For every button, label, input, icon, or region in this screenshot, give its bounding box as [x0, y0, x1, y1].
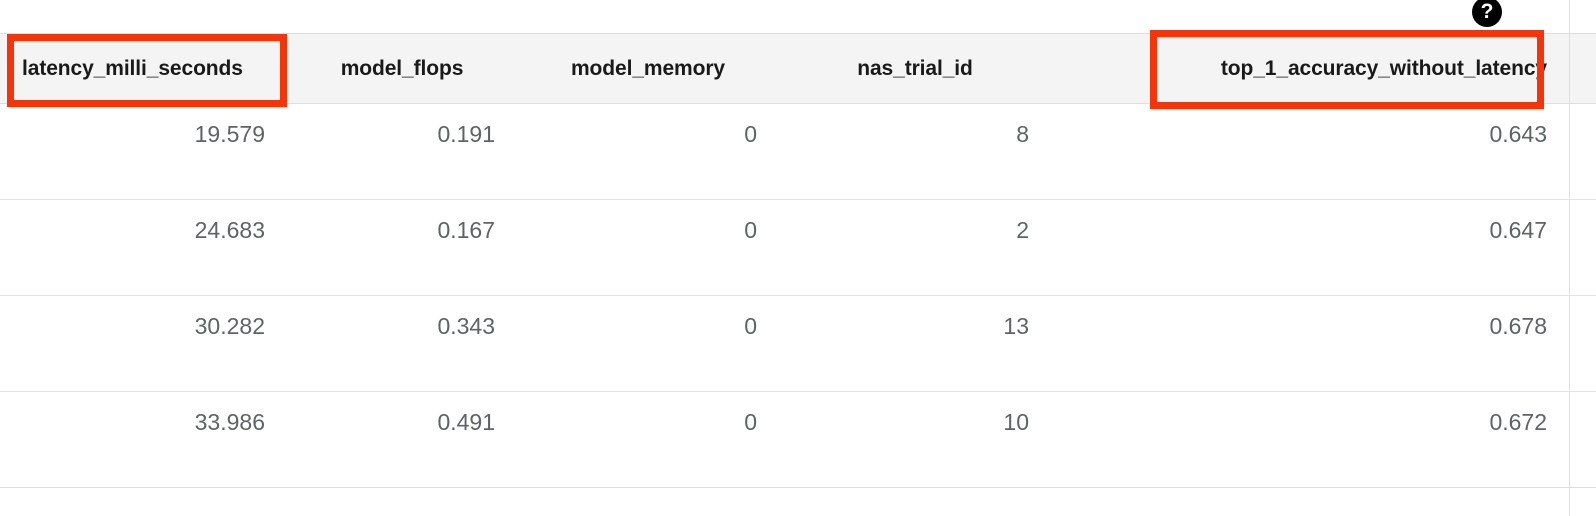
cell-model-flops[interactable]: 0.191 — [437, 121, 495, 147]
column-divider-right — [1569, 0, 1570, 516]
table-row[interactable]: 24.683 0.167 0 2 0.647 — [0, 200, 1596, 296]
cell-model-memory[interactable]: 0 — [744, 313, 757, 339]
cell-model-flops[interactable]: 0.343 — [437, 313, 495, 339]
cell-overflow[interactable] — [1569, 200, 1596, 295]
table-row[interactable]: 33.986 0.491 0 10 0.672 — [0, 392, 1596, 488]
cell-latency-milli-seconds[interactable]: 19.579 — [194, 121, 265, 147]
cell-latency-milli-seconds[interactable]: 33.986 — [194, 409, 265, 435]
cell-model-flops[interactable]: 0.491 — [437, 409, 495, 435]
cell-nas-trial-id[interactable]: 13 — [1003, 313, 1029, 339]
cell-overflow[interactable] — [1569, 392, 1596, 487]
column-header-latency-milli-seconds[interactable]: latency_milli_seconds — [22, 56, 243, 80]
table-row[interactable]: 30.282 0.343 0 13 0.678 — [0, 296, 1596, 392]
cell-nas-trial-id[interactable]: 8 — [1016, 121, 1029, 147]
cell-model-memory[interactable]: 0 — [744, 409, 757, 435]
column-header-model-memory[interactable]: model_memory — [570, 56, 726, 80]
cell-latency-milli-seconds[interactable]: 30.282 — [194, 313, 265, 339]
table-row[interactable]: 19.579 0.191 0 8 0.643 — [0, 104, 1596, 200]
cell-top-1-accuracy-without-latency[interactable]: 0.647 — [1489, 217, 1547, 243]
column-header-model-flops[interactable]: model_flops — [340, 56, 464, 80]
column-header-top-1-accuracy-without-latency[interactable]: top_1_accuracy_without_latency — [1220, 56, 1547, 80]
cell-top-1-accuracy-without-latency[interactable]: 0.672 — [1489, 409, 1547, 435]
results-table: latency_milli_seconds model_flops model_… — [0, 33, 1596, 488]
table-header-row: latency_milli_seconds model_flops model_… — [0, 33, 1596, 104]
cell-overflow[interactable] — [1569, 104, 1596, 199]
cell-model-memory[interactable]: 0 — [744, 121, 757, 147]
cell-model-memory[interactable]: 0 — [744, 217, 757, 243]
column-header-nas-trial-id[interactable]: nas_trial_id — [857, 56, 973, 80]
column-header-overflow[interactable] — [1569, 34, 1596, 103]
cell-top-1-accuracy-without-latency[interactable]: 0.643 — [1489, 121, 1547, 147]
cell-nas-trial-id[interactable]: 10 — [1003, 409, 1029, 435]
cell-nas-trial-id[interactable]: 2 — [1016, 217, 1029, 243]
help-circle-icon[interactable]: ? — [1472, 0, 1502, 27]
cell-overflow[interactable] — [1569, 296, 1596, 391]
cell-model-flops[interactable]: 0.167 — [437, 217, 495, 243]
cell-top-1-accuracy-without-latency[interactable]: 0.678 — [1489, 313, 1547, 339]
cell-latency-milli-seconds[interactable]: 24.683 — [194, 217, 265, 243]
